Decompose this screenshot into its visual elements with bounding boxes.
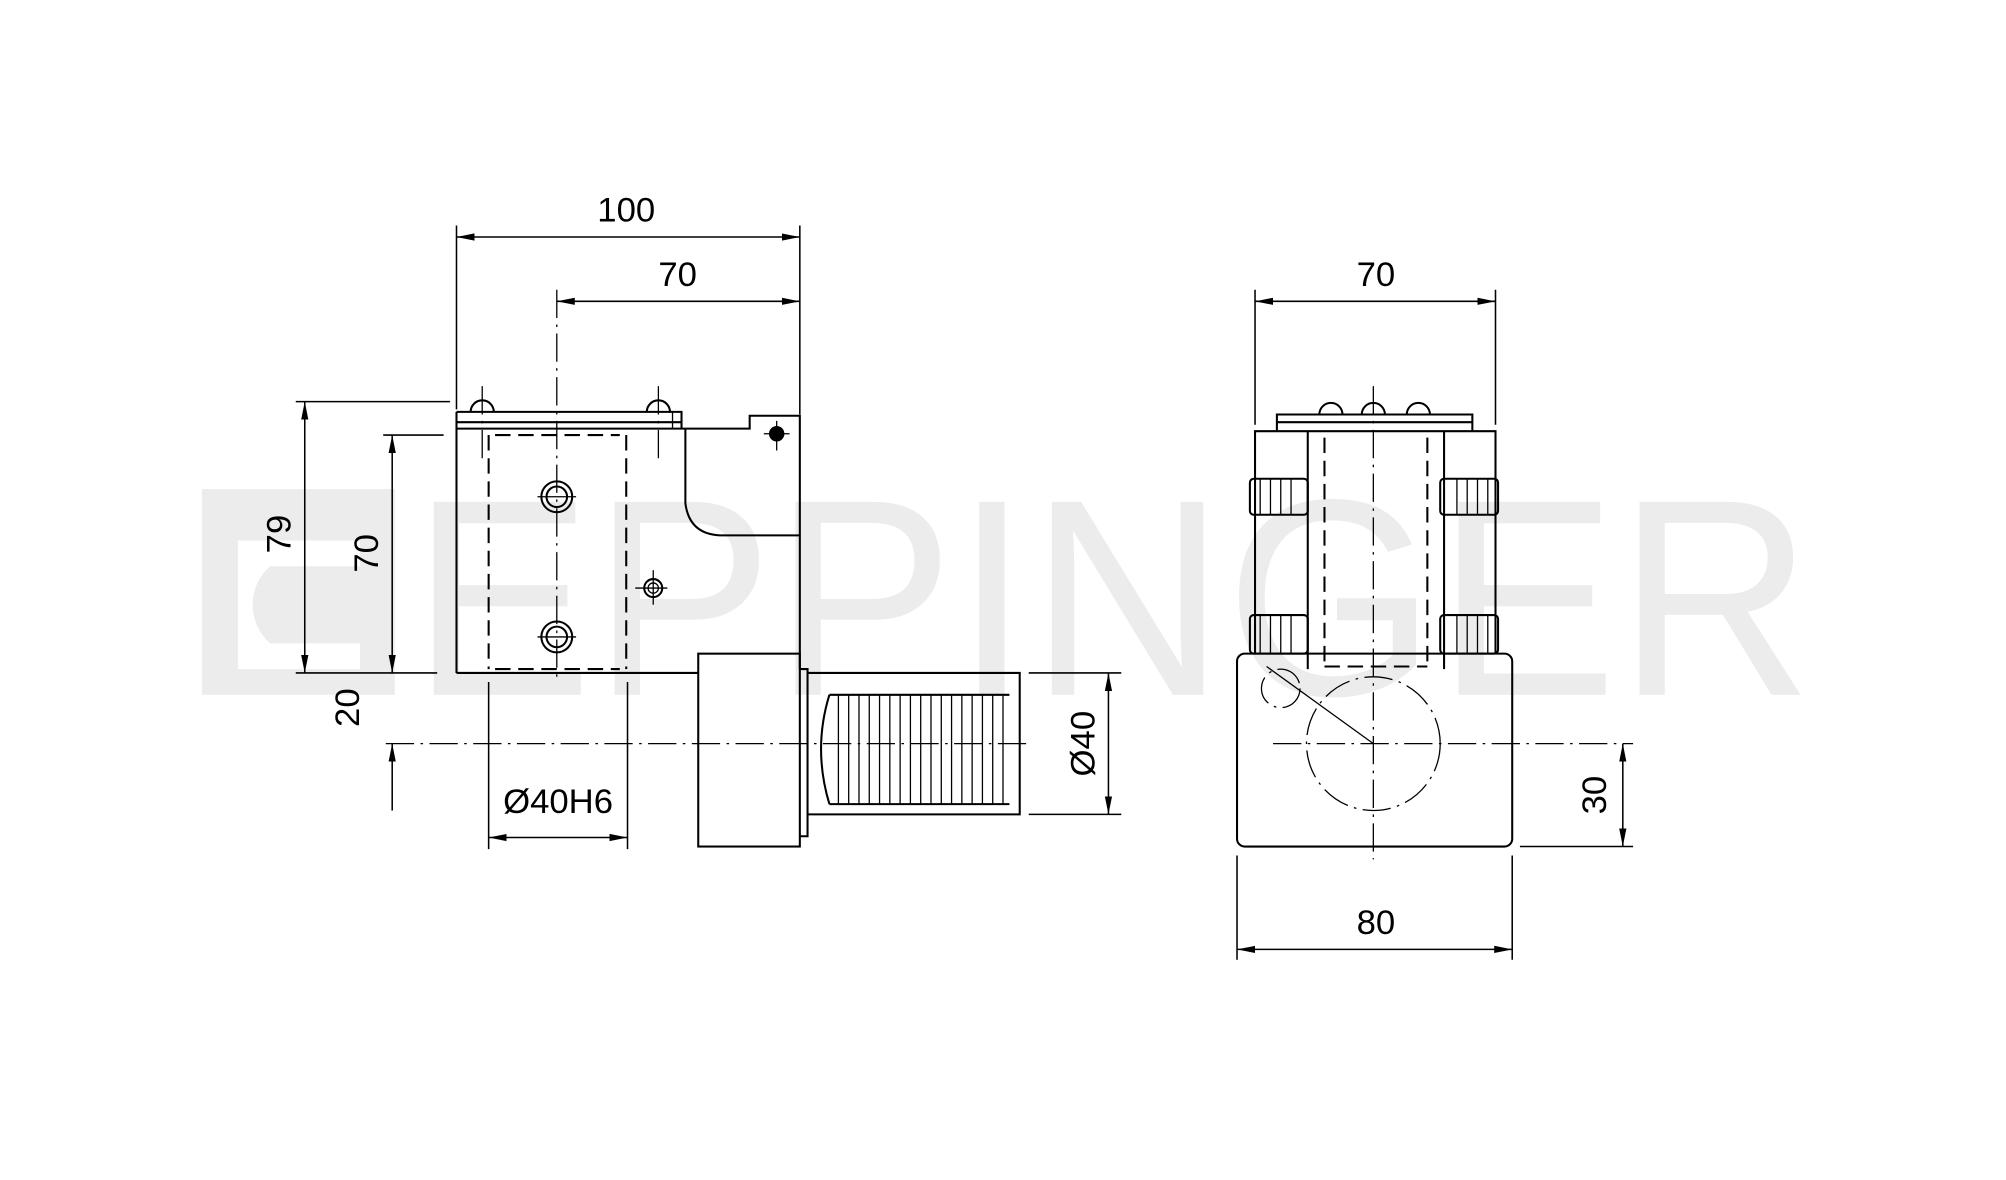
pin-hole — [635, 570, 668, 605]
side-view: 100 70 79 70 20 Ø40H6 Ø40 — [261, 192, 1122, 850]
thread — [820, 693, 1010, 806]
side-screw — [1248, 477, 1309, 516]
dim-70-side: 70 — [658, 256, 697, 294]
dim-bore-40h6: Ø40H6 — [503, 783, 613, 821]
dim-70-height: 70 — [348, 534, 386, 573]
dim-70-front: 70 — [1357, 256, 1396, 294]
front-view: 70 30 80 — [1236, 256, 1634, 960]
side-screw — [1439, 477, 1500, 516]
dim-20: 20 — [329, 688, 367, 727]
dim-shank-40: Ø40 — [1064, 711, 1102, 777]
dim-80: 80 — [1357, 904, 1396, 942]
dim-79: 79 — [261, 515, 299, 554]
watermark-text: EPPINGER — [411, 442, 1813, 755]
dim-100: 100 — [597, 192, 655, 230]
eppinger-watermark: EPPINGER — [201, 442, 1813, 755]
dim-30: 30 — [1576, 776, 1614, 815]
